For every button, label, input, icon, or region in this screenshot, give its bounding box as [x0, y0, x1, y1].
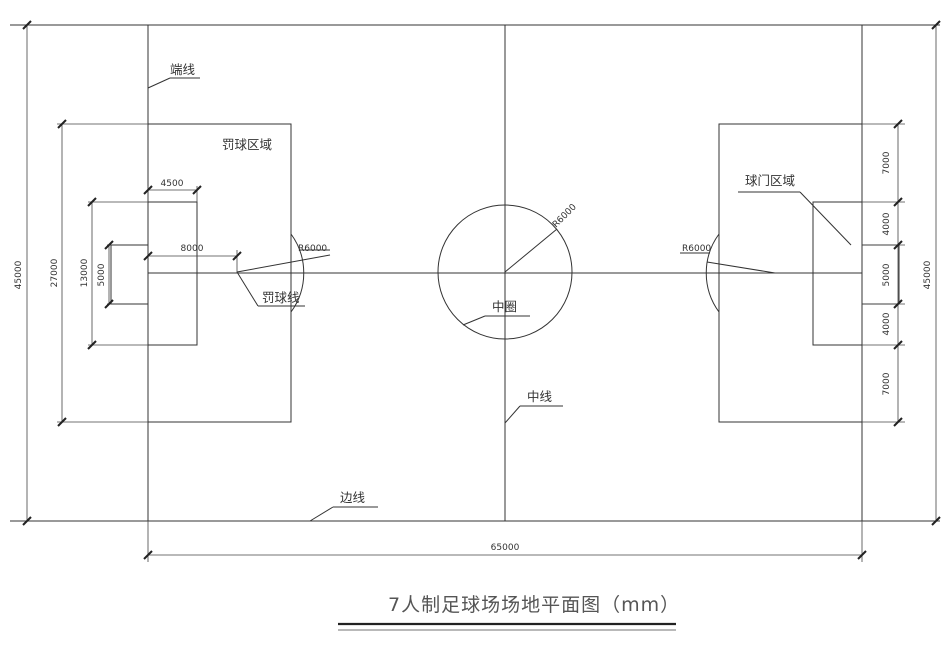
width-dimension-left: 45000: [14, 20, 32, 526]
width-dimension-right: 45000: [923, 20, 941, 526]
center-line-leader: [504, 405, 521, 424]
right-segment-5-label: 7000: [882, 372, 892, 395]
field-width-left-label: 45000: [14, 260, 24, 289]
penalty-area-right: [718, 123, 862, 423]
penalty-area-left: [148, 123, 292, 423]
center-radius-label: R6000: [551, 202, 579, 230]
penalty-radius-right-label: R6000: [682, 244, 711, 254]
field-length-label: 65000: [491, 543, 520, 553]
penalty-radius-left-label: R6000: [298, 244, 327, 254]
penalty-line-leader: [236, 271, 259, 307]
goal-area-width-dimension: 13000: [80, 197, 148, 350]
penalty-width-dimension: 27000: [50, 119, 148, 427]
penalty-line-right: [706, 261, 776, 274]
center-circle: [437, 204, 573, 340]
center-circle-label: 中圈: [492, 299, 517, 314]
goal-area-right: [812, 201, 862, 346]
end-line-label: 端线: [170, 62, 196, 77]
penalty-radius-line-left: [236, 254, 331, 273]
goal-area-depth-label: 4500: [161, 179, 184, 189]
right-segment-dimensions: 7000 4000 5000 4000 7000: [862, 119, 905, 427]
center-circle-leader: [462, 315, 486, 326]
end-line-leader: [147, 77, 171, 89]
goal-width-dimension: 5000: [97, 240, 114, 309]
right-segment-2-label: 4000: [882, 212, 892, 235]
length-dimension: 65000: [143, 521, 867, 562]
goal-area-width-label: 13000: [80, 258, 90, 287]
field-width-right-label: 45000: [923, 260, 933, 289]
penalty-line-label: 罚球线: [262, 290, 300, 305]
side-line-leader: [309, 506, 334, 522]
goal-width-label: 5000: [97, 263, 107, 286]
goal-area-label: 球门区域: [745, 173, 795, 188]
penalty-width-label: 27000: [50, 258, 60, 287]
right-segment-4-label: 4000: [882, 312, 892, 335]
goal-right: [861, 244, 900, 305]
penalty-area-label: 罚球区域: [222, 137, 272, 152]
goal-area-depth-dimension: 4500: [143, 179, 202, 202]
right-segment-3-label: 5000: [882, 263, 892, 286]
right-segment-1-label: 7000: [882, 151, 892, 174]
goal-area-left: [148, 201, 198, 346]
left-penalty-structure: [110, 123, 305, 423]
penalty-arc-left: [290, 233, 305, 313]
field-outline: [10, 24, 940, 522]
side-line-label: 边线: [340, 490, 366, 505]
drawing-title: 7人制足球场场地平面图（mm）: [388, 594, 680, 616]
penalty-spot-distance-label: 8000: [181, 244, 204, 254]
center-line-label: 中线: [527, 389, 553, 404]
goal-left: [110, 244, 149, 305]
goal-area-leader: [799, 191, 852, 246]
penalty-arc-right: [705, 233, 720, 313]
center-radius-line: [504, 228, 558, 273]
penalty-spot-dimension: 8000: [143, 244, 242, 273]
